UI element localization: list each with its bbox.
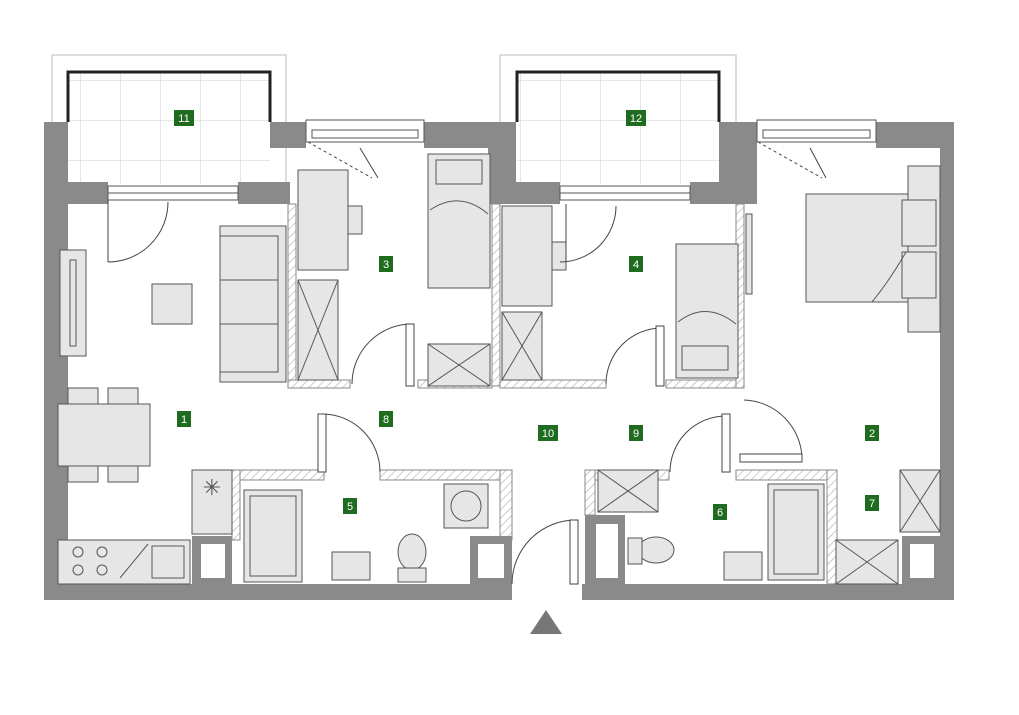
room-label-8: 8 <box>379 411 393 427</box>
svg-text:3: 3 <box>383 259 389 271</box>
room-label-7: 7 <box>865 495 879 511</box>
room-label-2: 2 <box>865 425 879 441</box>
svg-text:10: 10 <box>542 428 554 440</box>
room-labels: 1 2 3 4 5 6 7 8 9 10 11 12 <box>174 110 879 520</box>
windows <box>107 119 877 201</box>
room-3-furniture <box>297 153 491 387</box>
bathtub <box>243 489 303 583</box>
svg-text:5: 5 <box>347 501 353 513</box>
room-label-9: 9 <box>629 425 643 441</box>
fridge <box>191 469 233 535</box>
sink <box>723 551 763 581</box>
room-label-1: 1 <box>177 411 191 427</box>
desk <box>501 205 553 307</box>
room-label-6: 6 <box>713 504 727 520</box>
svg-text:9: 9 <box>633 428 639 440</box>
svg-text:2: 2 <box>869 428 875 440</box>
svg-text:✳: ✳ <box>203 476 221 501</box>
room-label-3: 3 <box>379 256 393 272</box>
svg-text:7: 7 <box>869 498 875 510</box>
svg-text:8: 8 <box>383 414 389 426</box>
entrance-triangle-icon <box>530 610 562 634</box>
balcony-12 <box>499 54 737 196</box>
exterior-walls <box>44 122 954 600</box>
tv-unit <box>745 213 753 295</box>
bathtub <box>767 483 825 581</box>
room-4-furniture <box>501 205 739 381</box>
bathroom-5-furniture <box>243 483 489 583</box>
living-room-furniture: ✳ <box>57 225 287 585</box>
wall-stubs <box>192 515 940 584</box>
svg-text:6: 6 <box>717 507 723 519</box>
sink <box>331 551 371 581</box>
room-label-10: 10 <box>538 425 558 441</box>
balcony-11 <box>51 54 287 196</box>
bathroom-6-furniture <box>597 469 825 581</box>
doors <box>107 141 827 585</box>
dining-table <box>57 403 151 467</box>
coffee-table <box>151 283 193 325</box>
toilet <box>637 536 675 564</box>
svg-text:4: 4 <box>633 259 639 271</box>
room-2-furniture <box>745 165 941 585</box>
desk <box>297 169 349 271</box>
svg-text:1: 1 <box>181 414 187 426</box>
svg-text:11: 11 <box>178 113 189 125</box>
room-label-5: 5 <box>343 498 357 514</box>
room-label-12: 12 <box>626 110 646 126</box>
room-label-11: 11 <box>174 110 194 126</box>
svg-text:12: 12 <box>630 113 642 125</box>
room-label-4: 4 <box>629 256 643 272</box>
toilet <box>397 533 427 571</box>
